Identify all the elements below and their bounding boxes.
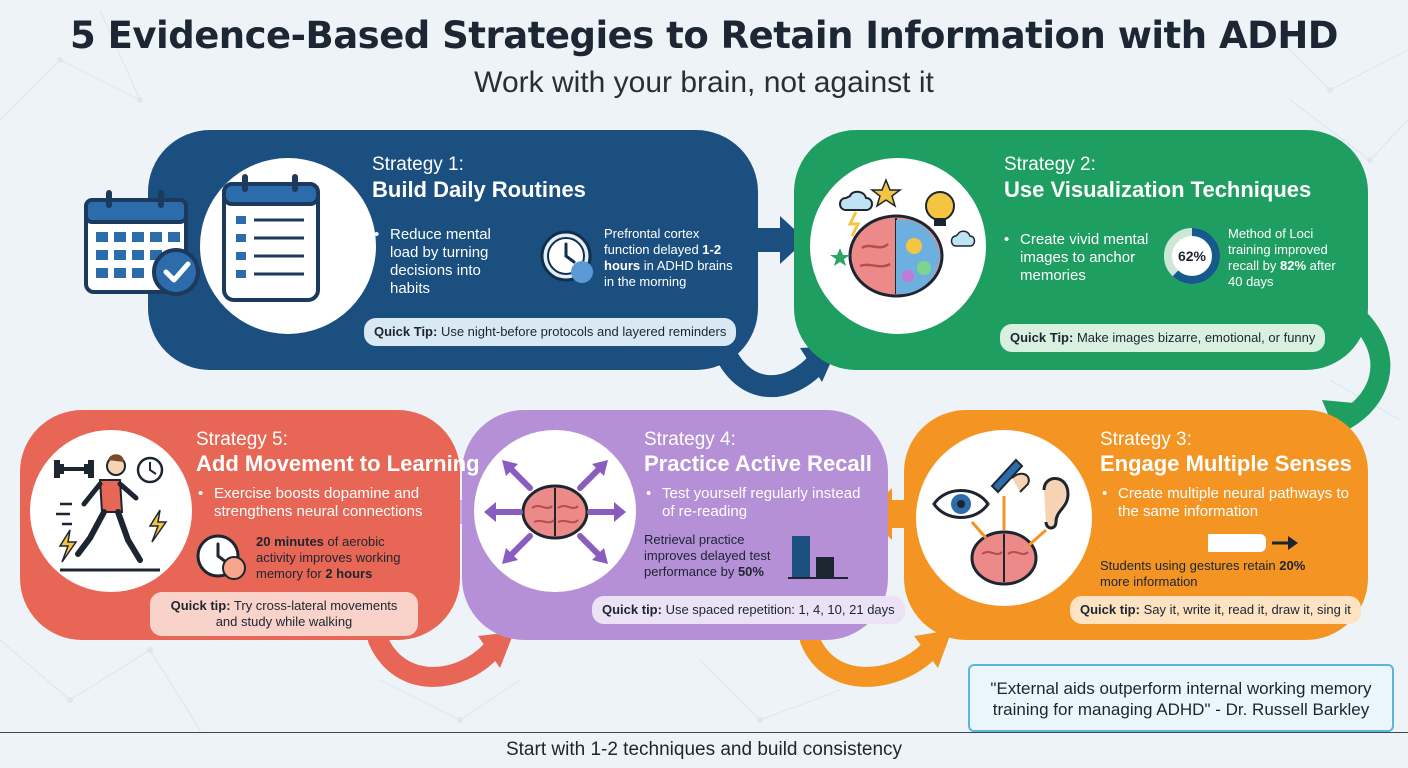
strategy-3-label: Strategy 3:: [1100, 429, 1192, 450]
ring-label: 62%: [1178, 248, 1207, 264]
strategy-3-stat: Students using gestures retain 20% more …: [1100, 558, 1306, 589]
strategy-3-quick-tip: Quick tip: Say it, write it, read it, dr…: [1070, 596, 1361, 624]
strategy-2-title: Use Visualization Techniques: [1004, 177, 1312, 202]
strategy-1-title: Build Daily Routines: [372, 177, 586, 202]
strategy-5-icon-circle: [30, 430, 192, 592]
bar-rereading: [816, 557, 834, 578]
bar-chart-icon: [788, 536, 848, 579]
strategy-5-stat: 20 minutes of aerobic activity improves …: [256, 534, 401, 581]
strategy-2-quick-tip: Quick Tip: Make images bizarre, emotiona…: [1000, 324, 1326, 352]
barkley-quote: "External aids outperform internal worki…: [968, 664, 1394, 732]
footer-divider: [0, 732, 1408, 733]
strategy-1-bullet: •Reduce mental load by turning decisions…: [374, 226, 491, 297]
arrow-right-icon: [1272, 536, 1298, 550]
strategy-2-stat: Method of Loci training improved recall …: [1228, 226, 1336, 289]
strategy-1-icon-circle: [200, 158, 376, 334]
ear-icon: [1042, 477, 1070, 530]
eye-icon: [932, 489, 990, 519]
stopwatch-icon: [136, 456, 164, 484]
strategy-1-stat: Prefrontal cortex function delayed 1-2 h…: [604, 226, 733, 289]
page-title: 5 Evidence-Based Strategies to Retain In…: [70, 14, 1339, 57]
bar-retrieval: [792, 536, 810, 578]
senses-illustration: [932, 458, 1070, 586]
strategy-1-quick-tip: Quick Tip: Use night-before protocols an…: [364, 318, 737, 346]
writing-hand-icon: [990, 458, 1030, 494]
star-icon: [869, 177, 903, 208]
strategy-3-progress-fill: [1100, 534, 1208, 552]
stopwatch-stat-icon: [196, 534, 246, 580]
page-subtitle: Work with your brain, not against it: [474, 66, 934, 99]
colorful-brain-icon: [830, 177, 976, 298]
strategy-4-quick-tip: Quick tip: Use spaced repetition: 1, 4, …: [592, 596, 905, 624]
footer-text: Start with 1-2 techniques and build cons…: [505, 739, 903, 760]
strategy-4-bullet: •Test yourself regularly instead of re-r…: [646, 485, 861, 520]
clock-icon: [540, 230, 593, 283]
lightning-icon: [58, 509, 168, 563]
calendar-icon: [84, 190, 200, 296]
strategy-3-icon-circle: [916, 430, 1092, 606]
progress-ring-62: 62%: [1164, 228, 1220, 284]
runner-icon: [54, 454, 168, 572]
strategy-3-title: Engage Multiple Senses: [1100, 451, 1352, 476]
strategy-3-bullet: •Create multiple neural pathways to the …: [1102, 485, 1349, 520]
dumbbell-icon: [54, 460, 94, 478]
strategy-2-label: Strategy 2:: [1004, 154, 1096, 175]
brain-arrows-icon: [484, 460, 626, 564]
strategy-1-label: Strategy 1:: [372, 154, 464, 175]
strategy-4-stat: Retrieval practice improves delayed test…: [644, 532, 771, 579]
brain-icon: [970, 530, 1038, 586]
strategy-3-progress-bar: [1100, 534, 1266, 552]
strategy-2-icon-circle: [810, 158, 986, 334]
strategy-4-label: Strategy 4:: [644, 429, 736, 450]
lightbulb-icon: [925, 191, 955, 226]
strategy-5-title: Add Movement to Learning: [196, 451, 480, 476]
strategy-4-icon-circle: [474, 430, 636, 592]
checklist-icon: [222, 174, 320, 302]
strategy-2-bullet: •Create vivid mental images to anchor me…: [1004, 231, 1149, 284]
strategy-5-quick-tip: Quick tip: Try cross-lateral movements a…: [150, 592, 418, 636]
strategy-5-label: Strategy 5:: [196, 429, 288, 450]
strategy-4-title: Practice Active Recall: [644, 451, 872, 476]
strategy-5-bullet: •Exercise boosts dopamine and strengthen…: [198, 485, 423, 520]
